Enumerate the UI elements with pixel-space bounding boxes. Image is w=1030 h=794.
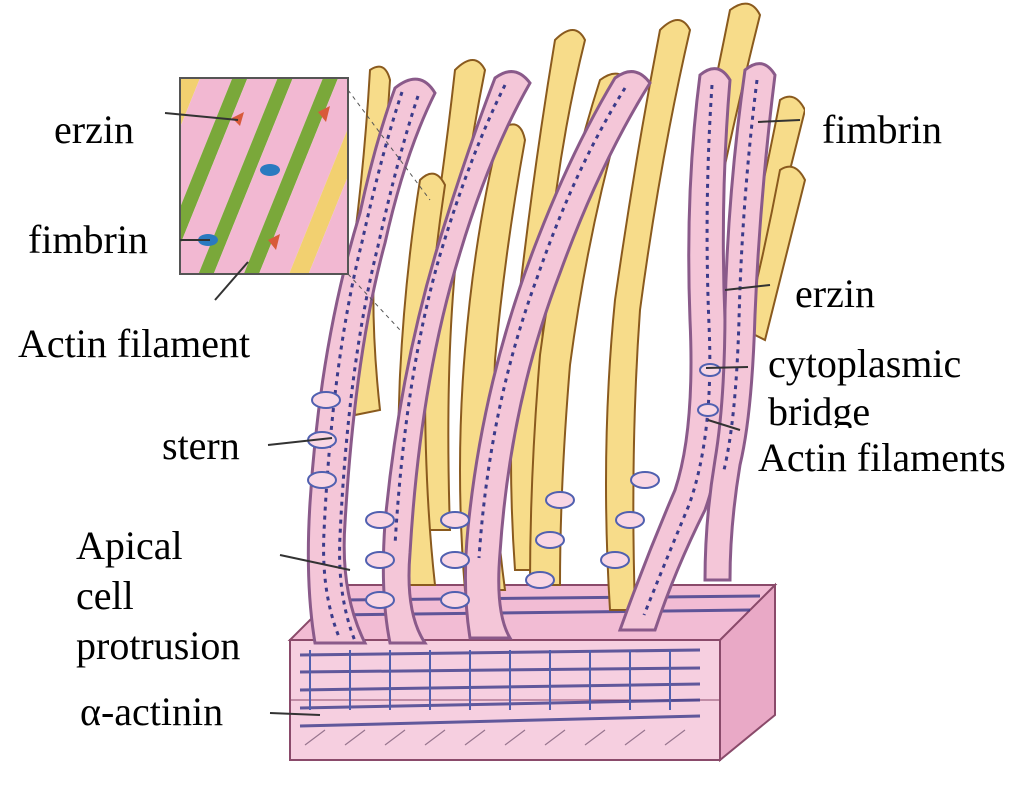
terminal-web-block [290,585,775,760]
label-actin-filaments: Actin filaments [758,436,1006,480]
label-fimbrin-left: fimbrin [28,218,148,262]
label-stern: stern [162,424,240,468]
label-apical-line3: protrusion [76,624,240,668]
label-apical-line1: Apical [76,524,183,568]
label-erzin-left: erzin [54,108,134,152]
label-apical-line2: cell [76,574,134,618]
label-fimbrin-right: fimbrin [822,108,942,152]
label-cytoplasmic: cytoplasmic [768,342,961,386]
label-alpha-actinin: α-actinin [80,690,223,734]
label-actin-filament: Actin filament [18,322,250,366]
label-erzin-right: erzin [795,272,875,316]
label-bridge: bridge [768,390,870,428]
